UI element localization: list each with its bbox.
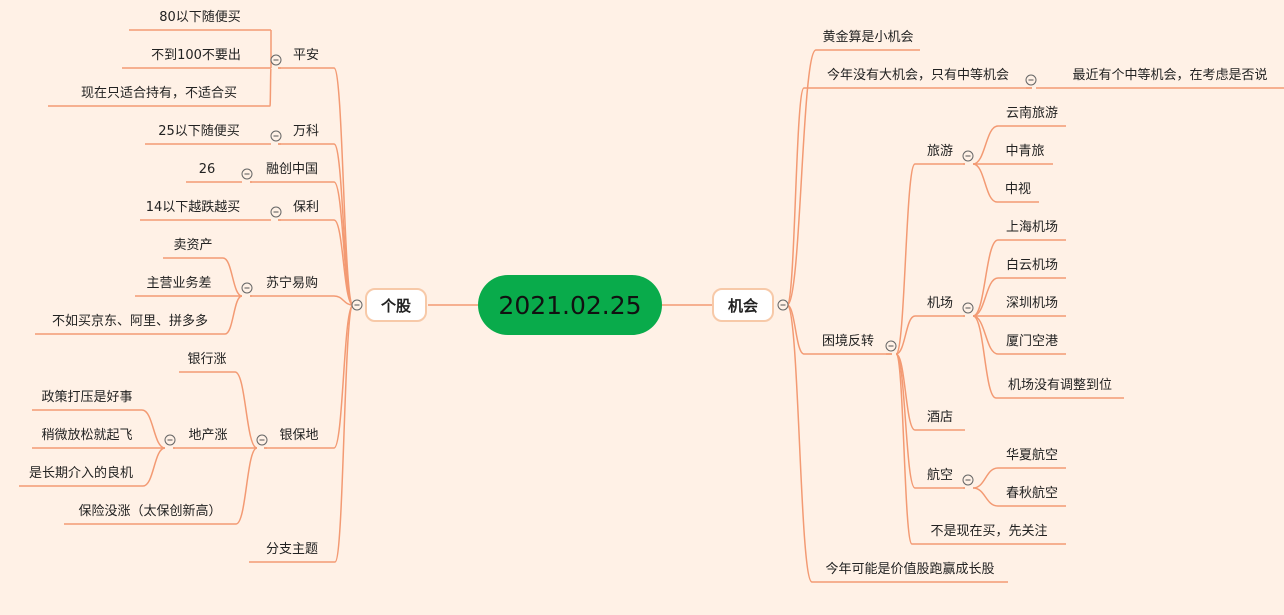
collapse-toggle-opportunities[interactable] xyxy=(777,299,789,311)
topic-airport[interactable]: 机场 xyxy=(926,296,954,311)
collapse-toggle-poly[interactable] xyxy=(270,206,282,218)
topic-turn[interactable]: 困境反转 xyxy=(821,334,875,349)
topic-notnow[interactable]: 不是现在买，先关注 xyxy=(930,524,1048,539)
collapse-toggle-sunac[interactable] xyxy=(241,168,253,180)
topic-air-c1[interactable]: 华夏航空 xyxy=(1005,448,1059,463)
topic-air-c2[interactable]: 春秋航空 xyxy=(1005,486,1059,501)
topic-mid-c1[interactable]: 最近有个中等机会，在考虑是否说 xyxy=(1072,68,1268,83)
topic-pingan-c2[interactable]: 不到100不要出 xyxy=(151,48,241,63)
topic-ybd-c2-3[interactable]: 是长期介入的良机 xyxy=(28,466,134,481)
collapse-toggle-air[interactable] xyxy=(962,474,974,486)
topic-ybd-c2-2[interactable]: 稍微放松就起飞 xyxy=(41,428,133,443)
topic-suning-c1[interactable]: 卖资产 xyxy=(173,238,213,253)
topic-pingan[interactable]: 平安 xyxy=(292,48,320,63)
topic-ybd-c2[interactable]: 地产涨 xyxy=(188,428,228,443)
topic-ybd[interactable]: 银保地 xyxy=(279,428,319,443)
topic-gold[interactable]: 黄金算是小机会 xyxy=(822,30,914,45)
topic-tour-c2[interactable]: 中青旅 xyxy=(1005,144,1045,159)
topic-airport-c3[interactable]: 深圳机场 xyxy=(1005,296,1059,311)
topic-suning-c2[interactable]: 主营业务差 xyxy=(146,276,212,291)
main-topic-opportunities[interactable]: 机会 xyxy=(712,288,774,322)
topic-value[interactable]: 今年可能是价值股跑赢成长股 xyxy=(825,562,995,577)
topic-hotel[interactable]: 酒店 xyxy=(926,410,954,425)
root-topic[interactable]: 2021.02.25 xyxy=(478,275,662,335)
collapse-toggle-stocks[interactable] xyxy=(351,299,363,311)
topic-air[interactable]: 航空 xyxy=(926,468,954,483)
collapse-toggle-airport[interactable] xyxy=(962,302,974,314)
topic-pingan-c1[interactable]: 80以下随便买 xyxy=(159,10,241,25)
topic-tour-c1[interactable]: 云南旅游 xyxy=(1005,106,1059,121)
topic-poly-c1[interactable]: 14以下越跌越买 xyxy=(145,200,241,215)
main-topic-stocks[interactable]: 个股 xyxy=(365,288,427,322)
collapse-toggle-turn[interactable] xyxy=(885,340,897,352)
collapse-toggle-tour[interactable] xyxy=(962,150,974,162)
collapse-toggle-ybd[interactable] xyxy=(256,434,268,446)
topic-tour[interactable]: 旅游 xyxy=(926,144,954,159)
topic-airport-c5[interactable]: 机场没有调整到位 xyxy=(1007,378,1113,393)
topic-suning[interactable]: 苏宁易购 xyxy=(265,276,319,291)
collapse-toggle-suning[interactable] xyxy=(241,282,253,294)
topic-ybd-c2-1[interactable]: 政策打压是好事 xyxy=(41,390,133,405)
topic-ybd-c1[interactable]: 银行涨 xyxy=(187,352,227,367)
topic-tour-c3[interactable]: 中视 xyxy=(1004,182,1032,197)
topic-sunac-c1[interactable]: 26 xyxy=(198,162,216,177)
topic-branch[interactable]: 分支主题 xyxy=(265,542,319,557)
topic-airport-c1[interactable]: 上海机场 xyxy=(1005,220,1059,235)
collapse-toggle-ybd-c2[interactable] xyxy=(164,434,176,446)
topic-suning-c3[interactable]: 不如买京东、阿里、拼多多 xyxy=(51,314,209,329)
topic-vanke[interactable]: 万科 xyxy=(292,124,320,139)
collapse-toggle-pingan[interactable] xyxy=(270,54,282,66)
topic-pingan-c3[interactable]: 现在只适合持有，不适合买 xyxy=(80,86,238,101)
topic-sunac[interactable]: 融创中国 xyxy=(265,162,319,177)
topic-vanke-c1[interactable]: 25以下随便买 xyxy=(158,124,240,139)
collapse-toggle-mid[interactable] xyxy=(1025,74,1037,86)
topic-airport-c2[interactable]: 白云机场 xyxy=(1005,258,1059,273)
topic-poly[interactable]: 保利 xyxy=(292,200,320,215)
topic-mid[interactable]: 今年没有大机会，只有中等机会 xyxy=(826,68,1010,83)
topic-airport-c4[interactable]: 厦门空港 xyxy=(1005,334,1059,349)
collapse-toggle-vanke[interactable] xyxy=(270,130,282,142)
topic-ybd-c3[interactable]: 保险没涨（太保创新高） xyxy=(78,504,222,519)
